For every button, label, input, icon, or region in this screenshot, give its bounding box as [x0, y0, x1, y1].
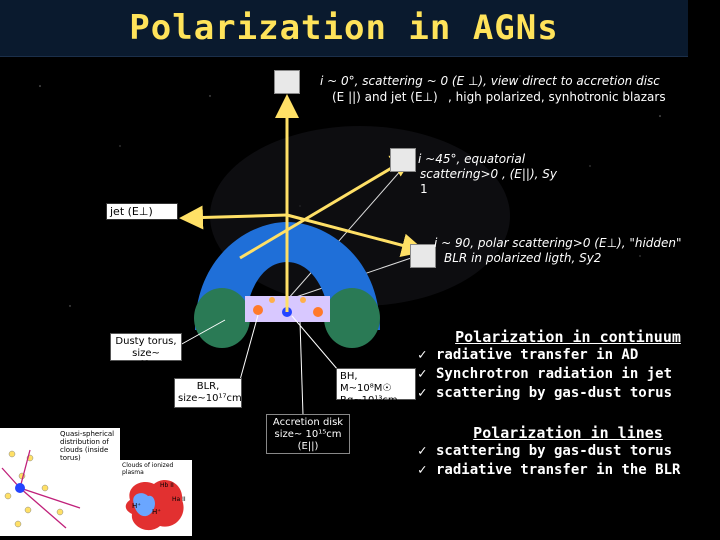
inset-hb-label: Hb II — [160, 482, 174, 489]
blr-clouds — [253, 297, 323, 317]
lines-item-text: radiative transfer in the BLR — [436, 462, 681, 478]
pointer-torus — [179, 319, 226, 346]
torus-left-cloud — [194, 288, 250, 348]
observer-top-line2b: , high polarized, synhotronic blazars — [448, 90, 666, 104]
dusty-torus-label: Dusty torus, size~ 10¹⁸cm — [110, 333, 182, 371]
continuum-item: ✓ Synchrotron radiation in jet — [418, 365, 718, 384]
observer-low-line1: i ~ 90, polar scattering>0 (E⊥), "hidden… — [434, 236, 682, 250]
check-icon: ✓ — [418, 443, 427, 459]
bh-label: BH, M~10⁸M☉ Rg~10¹³cm — [336, 368, 416, 406]
check-icon: ✓ — [418, 347, 427, 363]
bh-label-line1: BH, M~10⁸M☉ — [340, 371, 392, 394]
title-bar — [0, 0, 688, 57]
check-icon: ✓ — [418, 462, 427, 478]
jet-arrow-right — [286, 213, 426, 258]
inset-hplus-label: H⁺ — [132, 502, 141, 510]
accretion-disk-label: Accretion disk size~ 10¹⁵cm (E||) — [266, 414, 350, 454]
lines-panel: Polarization in lines ✓ scattering by gas… — [418, 424, 718, 480]
blr-label: BLR, size~10¹⁷cm — [174, 378, 242, 408]
bh-label-line2: Rg~10¹³cm — [340, 395, 398, 406]
inset-ha-label: Ha II — [172, 496, 186, 503]
inset-right-caption: Clouds of ionized plasma — [122, 462, 174, 476]
inset-clouds-right — [120, 460, 192, 536]
observer-eye-icon — [410, 244, 436, 268]
observer-mid-line1: i ~45°, equatorial — [418, 152, 526, 166]
continuum-item: ✓ scattering by gas-dust torus — [418, 384, 718, 403]
lines-item: ✓ radiative transfer in the BLR — [418, 461, 718, 480]
continuum-item: ✓ radiative transfer in AD — [418, 346, 718, 365]
continuum-item-text: Synchrotron radiation in jet — [436, 366, 673, 382]
observer-mid-line2: scattering>0 , (E||), Sy — [420, 167, 557, 181]
lines-item-text: scattering by gas-dust torus — [436, 443, 673, 459]
pointer-disk — [299, 321, 304, 416]
observer-low-line2: BLR in polarized ligth, Sy2 — [444, 251, 602, 265]
jet-arrow-left — [179, 205, 288, 230]
observer-eye-icon — [390, 148, 416, 172]
continuum-item-text: scattering by gas-dust torus — [436, 385, 673, 401]
observer-eye-icon — [274, 70, 300, 94]
continuum-heading: Polarization in continuum — [455, 328, 681, 346]
inset-clouds-left — [0, 428, 120, 536]
observer-top-line1: i ~ 0°, scattering ~ 0 (E ⊥), view direc… — [320, 74, 660, 88]
scatter-arrow — [239, 153, 416, 260]
jet-label: jet (E⊥) — [106, 203, 178, 220]
continuum-item-text: radiative transfer in AD — [436, 347, 639, 363]
observer-top-line2a: (E ||) and jet (E⊥) — [332, 90, 438, 104]
inset-left-caption: Quasi-spherical distribution of clouds (… — [60, 430, 115, 462]
observer-mid-line3: 1 — [420, 182, 428, 196]
torus-right-cloud — [324, 288, 380, 348]
check-icon: ✓ — [418, 366, 427, 382]
pointer-blr — [239, 314, 259, 381]
page-title: Polarization in AGNs — [129, 8, 559, 48]
continuum-panel: Polarization in continuum ✓ radiative tra… — [418, 328, 718, 403]
inset-hplus-label: H⁺ — [152, 508, 161, 516]
lines-heading: Polarization in lines — [473, 424, 663, 442]
lines-item: ✓ scattering by gas-dust torus — [418, 442, 718, 461]
check-icon: ✓ — [418, 385, 427, 401]
